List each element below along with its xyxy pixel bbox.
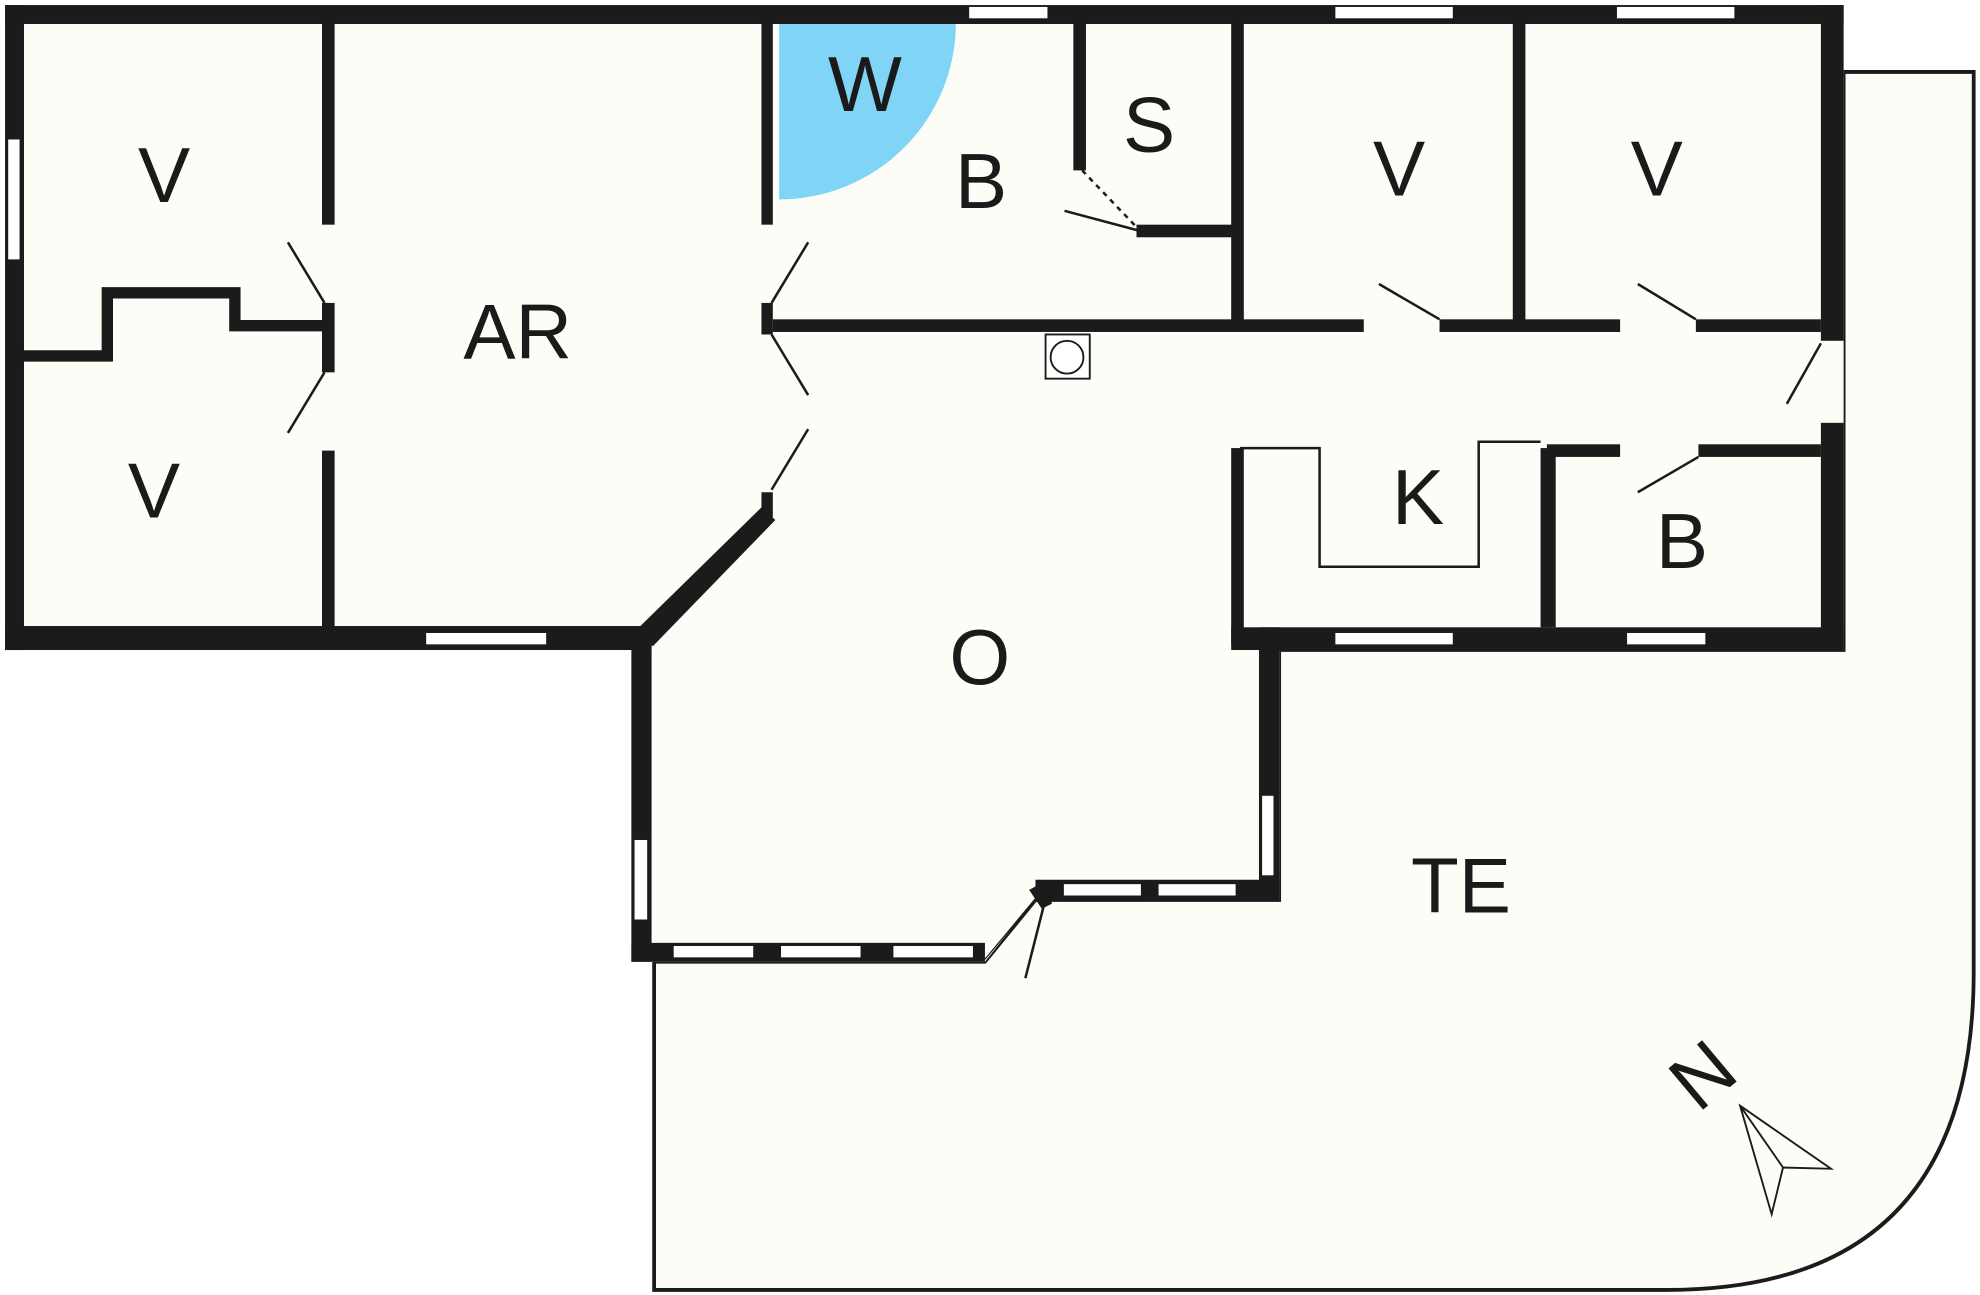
room-label-v4: V	[1631, 125, 1683, 213]
room-label-b1: B	[955, 137, 1007, 225]
kitchen-counter	[1240, 440, 1541, 568]
room-label-b2: B	[1656, 497, 1708, 585]
chimney-icon	[1044, 333, 1091, 380]
room-label-ar: AR	[463, 287, 572, 375]
room-label-te: TE	[1411, 842, 1511, 930]
windows	[6, 5, 1736, 959]
interior-floor	[5, 5, 1844, 962]
room-label-v1: V	[138, 131, 190, 219]
room-label-w: W	[828, 40, 902, 128]
room-label-v2: V	[128, 447, 180, 535]
room-label-s: S	[1123, 80, 1175, 168]
room-label-k: K	[1392, 453, 1444, 541]
doors	[286, 169, 1822, 979]
washer-area	[779, 22, 956, 200]
room-label-v3: V	[1373, 125, 1425, 213]
room-label-o: O	[949, 613, 1010, 701]
